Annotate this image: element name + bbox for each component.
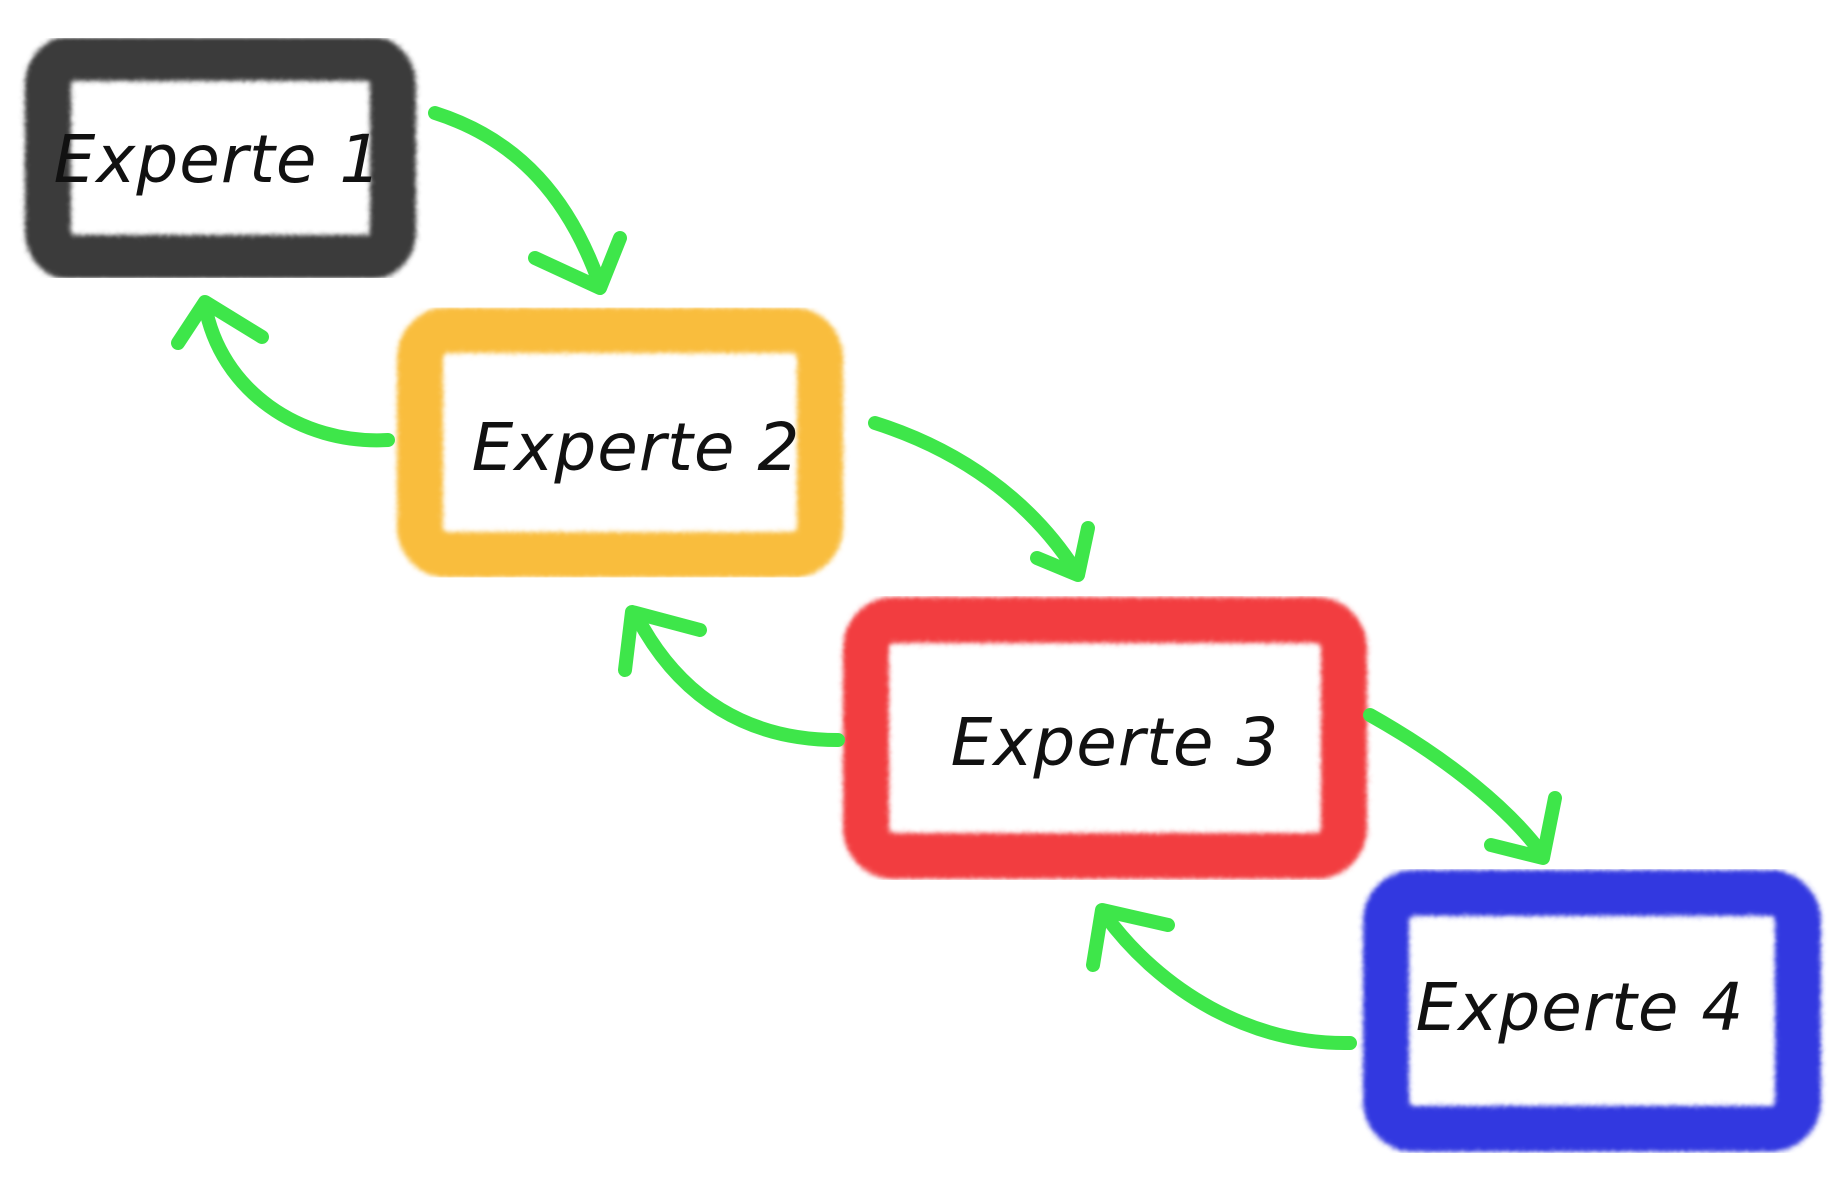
- expert-4-frame: [1363, 870, 1821, 1152]
- expert-2-box: Experte 2: [397, 307, 843, 578]
- arrow-expert-1-to-expert-2: [428, 106, 627, 295]
- arrow-expert-3-to-expert-4: [1363, 708, 1562, 865]
- expert-1-box: Experte 1: [25, 35, 416, 281]
- expert-1-label: Experte 1: [54, 121, 383, 198]
- arrow-expert-4-to-expert-3: [1086, 903, 1357, 1051]
- arrow-expert-3-to-expert-2: [618, 605, 845, 747]
- expert-2-frame: [397, 307, 843, 578]
- expert-4-box: Experte 4: [1363, 870, 1821, 1152]
- arrow-expert-2-to-expert-3: [868, 416, 1095, 582]
- expert-3-label: Experte 3: [951, 704, 1280, 781]
- arrow-expert-2-to-expert-1: [171, 295, 395, 448]
- expert-3-frame: [843, 597, 1367, 879]
- expert-4-label: Experte 4: [1416, 969, 1745, 1046]
- expert-1-frame: [25, 35, 416, 281]
- expert-2-label: Experte 2: [472, 409, 801, 486]
- expert-3-box: Experte 3: [843, 597, 1367, 879]
